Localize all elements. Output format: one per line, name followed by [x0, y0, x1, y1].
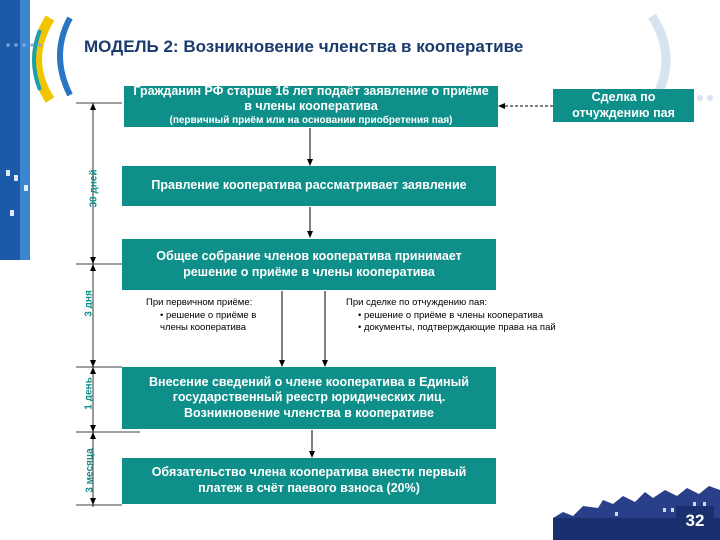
note-transfer-item: • документы, подтверждающие права на пай	[358, 322, 556, 334]
page-title: МОДЕЛЬ 2: Возникновение членства в коопе…	[84, 37, 523, 57]
decor-left-graphic	[0, 0, 73, 260]
note-primary-item: • решение о приёме в члены кооператива	[160, 309, 257, 334]
step-application-box: Гражданин РФ старше 16 лет подаёт заявле…	[124, 83, 498, 127]
note-share-transfer: При сделке по отчуждению пая: • решение …	[346, 297, 606, 335]
step-registry-text: Внесение сведений о члене кооператива в …	[149, 374, 469, 420]
note-primary-admission: При первичном приёме: • решение о приёме…	[146, 297, 276, 335]
title-prefix: МОДЕЛЬ 2:	[84, 37, 179, 56]
side-transfer-box: Сделка по отчуждению пая	[553, 89, 694, 122]
note-transfer-heading: При сделке по отчуждению пая:	[346, 297, 488, 308]
note-transfer-item: • решение о приёме в члены кооператива	[358, 309, 543, 321]
step-board-review-text: Правление кооператива рассматривает заяв…	[151, 178, 467, 193]
step-board-review-box: Правление кооператива рассматривает заяв…	[122, 166, 496, 206]
step-payment-box: Обязательство члена кооператива внести п…	[122, 458, 496, 504]
step-application-text: Гражданин РФ старше 16 лет подаёт заявле…	[133, 83, 489, 114]
page-number: 32	[676, 506, 714, 536]
timeline	[76, 102, 140, 507]
note-primary-heading: При первичном приёме:	[146, 297, 253, 308]
step-general-meeting-text: Общее собрание членов кооператива приним…	[156, 248, 462, 279]
side-transfer-text: Сделка по отчуждению пая	[572, 89, 675, 120]
title-text: Возникновение членства в кооперативе	[183, 37, 524, 56]
step-registry-box: Внесение сведений о члене кооператива в …	[122, 367, 496, 429]
step-application-subtext: (первичный приём или на основании приобр…	[169, 114, 453, 126]
step-payment-text: Обязательство члена кооператива внести п…	[151, 465, 467, 495]
step-general-meeting-box: Общее собрание членов кооператива приним…	[122, 239, 496, 290]
